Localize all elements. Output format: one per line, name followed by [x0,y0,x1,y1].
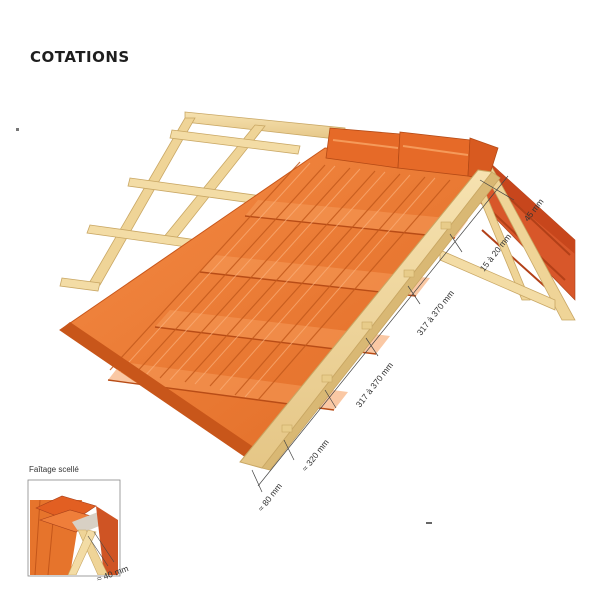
ridge-tiles [325,127,499,181]
page-title: COTATIONS [30,48,130,66]
first-batten-dim: ≈ 320 mm [300,437,331,473]
tile-field [59,147,486,461]
batten-spacing-upper-dim: 317 à 370 mm [415,288,456,337]
dimension-lines [251,175,515,493]
batten-spacing-middle-dim: 317 à 370 mm [354,360,395,409]
front-rafter [239,169,501,471]
eave-overhang-dim: ≈ 80 mm [256,481,284,513]
inset-detail: ≈ 40 mm [27,479,130,584]
inset-label: Faîtage scellé [29,465,79,474]
